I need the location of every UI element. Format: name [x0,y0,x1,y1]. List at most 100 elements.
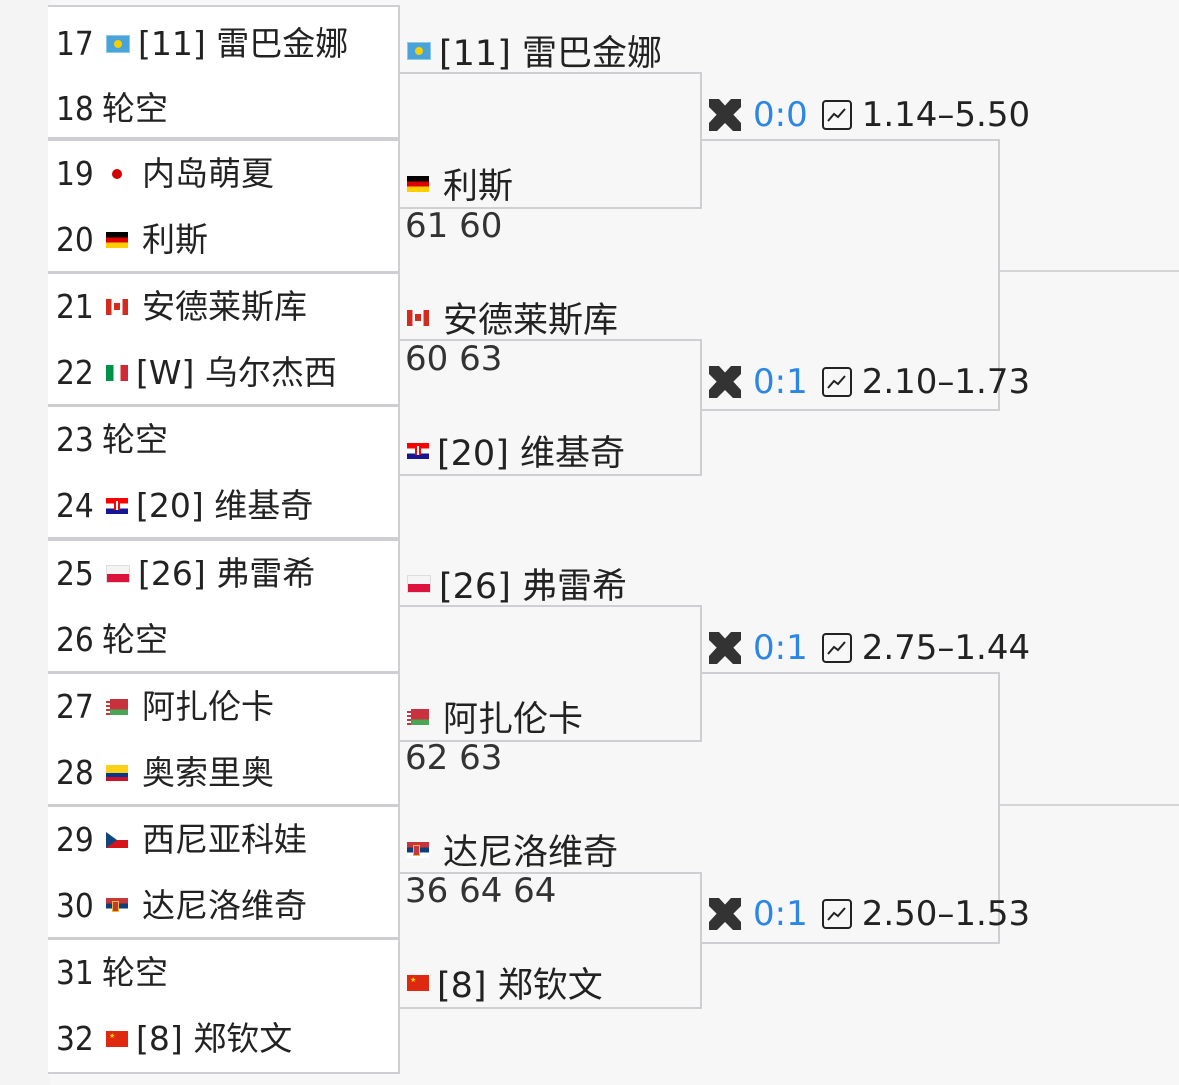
player-name: 阿扎伦卡 [443,700,584,740]
round1-match[interactable]: 17 [11] 雷巴金娜 18 轮空 [48,5,400,139]
round1-match[interactable]: 27 阿扎伦卡 28 奥索里奥 [48,672,400,806]
round1-match[interactable]: 23 轮空 24 [20] 维基奇 [48,405,400,539]
croatia-flag-icon [407,442,429,459]
player-name: [26] 弗雷希 [439,567,627,607]
poland-flag-icon [407,574,431,593]
player-name: [8] 郑钦文 [437,966,603,1006]
match-info[interactable]: 0:1 2.50–1.53 [705,894,1030,934]
germany-flag-icon [106,232,128,248]
kazakhstan-flag-icon [407,41,431,60]
draw-position: 31 [56,953,94,992]
round3-match[interactable] [700,139,1000,411]
crossed-swords-icon[interactable] [705,97,745,133]
round1-match[interactable]: 31 轮空 32 ★ [8] 郑钦文 [48,938,400,1074]
head-to-head-record[interactable]: 0:0 [753,95,808,135]
player-name: 内岛萌夏 [142,154,274,193]
player-name: [11] 雷巴金娜 [439,34,662,74]
line-chart-icon[interactable] [821,899,852,929]
crossed-swords-icon[interactable] [705,364,745,400]
round2-player[interactable]: 利斯 [407,158,513,209]
germany-flag-icon [407,175,429,192]
draw-entry: 18 轮空 [56,84,168,134]
match-info[interactable]: 0:1 2.75–1.44 [705,628,1030,668]
round2-match[interactable] [400,872,702,1009]
draw-position: 27 [56,687,94,726]
draw-entry[interactable]: 29 西尼亚科娃 [56,815,307,865]
player-name: 达尼洛维奇 [443,833,619,873]
draw-entry: 31 轮空 [56,948,168,998]
draw-entry: 23 轮空 [56,415,168,465]
line-chart-icon[interactable] [821,633,852,663]
match-score: 60 63 [405,339,503,379]
draw-entry[interactable]: 32 ★ [8] 郑钦文 [56,1014,292,1064]
canada-flag-icon [407,309,429,326]
draw-entry[interactable]: 22 [W] 乌尔杰西 [56,348,337,398]
draw-entry[interactable]: 17 [11] 雷巴金娜 [56,19,348,69]
round2-player[interactable]: 达尼洛维奇 [407,824,618,875]
bye-label: 轮空 [102,89,168,128]
round2-player[interactable]: [20] 维基奇 [407,425,625,476]
crossed-swords-icon[interactable] [705,896,745,932]
draw-position: 20 [56,220,94,259]
crossed-swords-icon[interactable] [705,630,745,666]
draw-entry[interactable]: 25 [26] 弗雷希 [56,549,315,599]
player-name: 安德莱斯库 [443,301,619,341]
draw-position: 28 [56,753,94,792]
draw-entry[interactable]: 27 阿扎伦卡 [56,682,274,732]
round3-match[interactable] [700,672,1000,944]
match-score: 62 63 [405,738,503,778]
match-info[interactable]: 0:1 2.10–1.73 [705,362,1030,402]
round1-match[interactable]: 21 安德莱斯库 22 [W] 乌尔杰西 [48,272,400,406]
round1-match[interactable]: 25 [26] 弗雷希 26 轮空 [48,539,400,673]
japan-flag-icon [106,166,128,182]
player-name: 阿扎伦卡 [142,687,274,726]
line-chart-icon[interactable] [821,100,852,130]
round1-match[interactable]: 29 西尼亚科娃 30 达尼洛维奇 [48,805,400,939]
draw-entry[interactable]: 21 安德莱斯库 [56,282,307,332]
round2-player[interactable]: [26] 弗雷希 [407,558,627,609]
left-gutter [0,0,50,1085]
odds[interactable]: 2.50–1.53 [861,894,1031,934]
draw-entry[interactable]: 30 达尼洛维奇 [56,881,307,931]
canada-flag-icon [106,299,128,315]
player-name: 利斯 [443,167,514,207]
belarus-flag-icon [407,708,429,725]
draw-position: 32 [56,1019,94,1058]
round2-match[interactable] [400,339,702,476]
bracket-connector [1000,270,1179,272]
round2-player[interactable]: 阿扎伦卡 [407,691,583,742]
head-to-head-record[interactable]: 0:1 [753,628,808,668]
round1-match[interactable]: 19 内岛萌夏 20 利斯 [48,139,400,273]
round2-player[interactable]: [11] 雷巴金娜 [407,25,662,76]
draw-position: 18 [56,89,94,128]
china-flag-icon: ★ [106,1031,128,1047]
player-name: [26] 弗雷希 [138,554,316,593]
player-name: [11] 雷巴金娜 [138,24,349,63]
match-score: 61 60 [405,206,503,246]
head-to-head-record[interactable]: 0:1 [753,894,808,934]
line-chart-icon[interactable] [821,367,852,397]
draw-entry[interactable]: 20 利斯 [56,215,208,265]
odds[interactable]: 1.14–5.50 [861,95,1031,135]
round2-player[interactable]: 安德莱斯库 [407,292,618,343]
bye-label: 轮空 [102,420,168,459]
player-name: 奥索里奥 [142,753,274,792]
draw-entry[interactable]: 28 奥索里奥 [56,748,274,798]
player-name: 西尼亚科娃 [142,820,307,859]
draw-position: 22 [56,353,94,392]
match-info[interactable]: 0:0 1.14–5.50 [705,95,1030,135]
odds[interactable]: 2.10–1.73 [861,362,1031,402]
draw-entry[interactable]: 24 [20] 维基奇 [56,481,313,531]
draw-position: 23 [56,420,94,459]
odds[interactable]: 2.75–1.44 [861,628,1031,668]
bye-label: 轮空 [102,953,168,992]
head-to-head-record[interactable]: 0:1 [753,362,808,402]
poland-flag-icon [106,565,130,583]
player-name: [W] 乌尔杰西 [136,353,337,392]
draw-entry[interactable]: 19 内岛萌夏 [56,149,274,199]
round2-player[interactable]: ★ [8] 郑钦文 [407,957,603,1008]
china-flag-icon: ★ [407,974,429,991]
match-score: 36 64 64 [405,871,557,911]
player-name: 达尼洛维奇 [142,886,307,925]
